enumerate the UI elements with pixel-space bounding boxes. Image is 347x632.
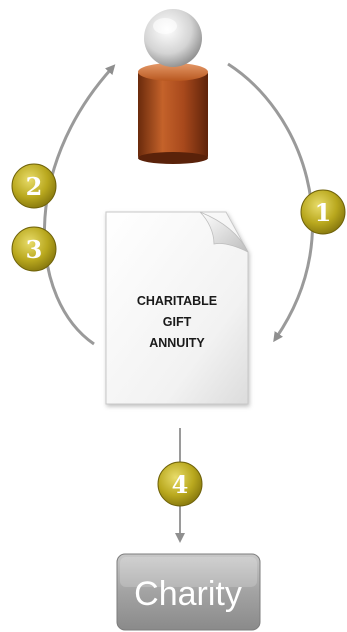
arrow-annuity-to-person (43, 64, 116, 346)
step-badge-3: 3 (11, 226, 57, 272)
charity-label: Charity (134, 575, 242, 613)
step-number-2: 2 (26, 172, 43, 201)
document-label-line1: CHARITABLE (137, 294, 217, 308)
charity-box (116, 553, 261, 631)
step-badge-1: 1 (300, 189, 346, 235)
step-number-4: 4 (172, 470, 189, 499)
step-badge-2: 2 (11, 163, 57, 209)
step-number-1: 1 (315, 198, 332, 227)
step-badge-4: 4 (157, 461, 203, 507)
document-label-line3: ANNUITY (149, 336, 205, 350)
arrow-person-to-annuity (227, 62, 314, 343)
donor-person-icon (138, 9, 208, 164)
step-number-3: 3 (26, 235, 43, 264)
document-icon (105, 211, 249, 405)
document-label-line2: GIFT (163, 315, 192, 329)
